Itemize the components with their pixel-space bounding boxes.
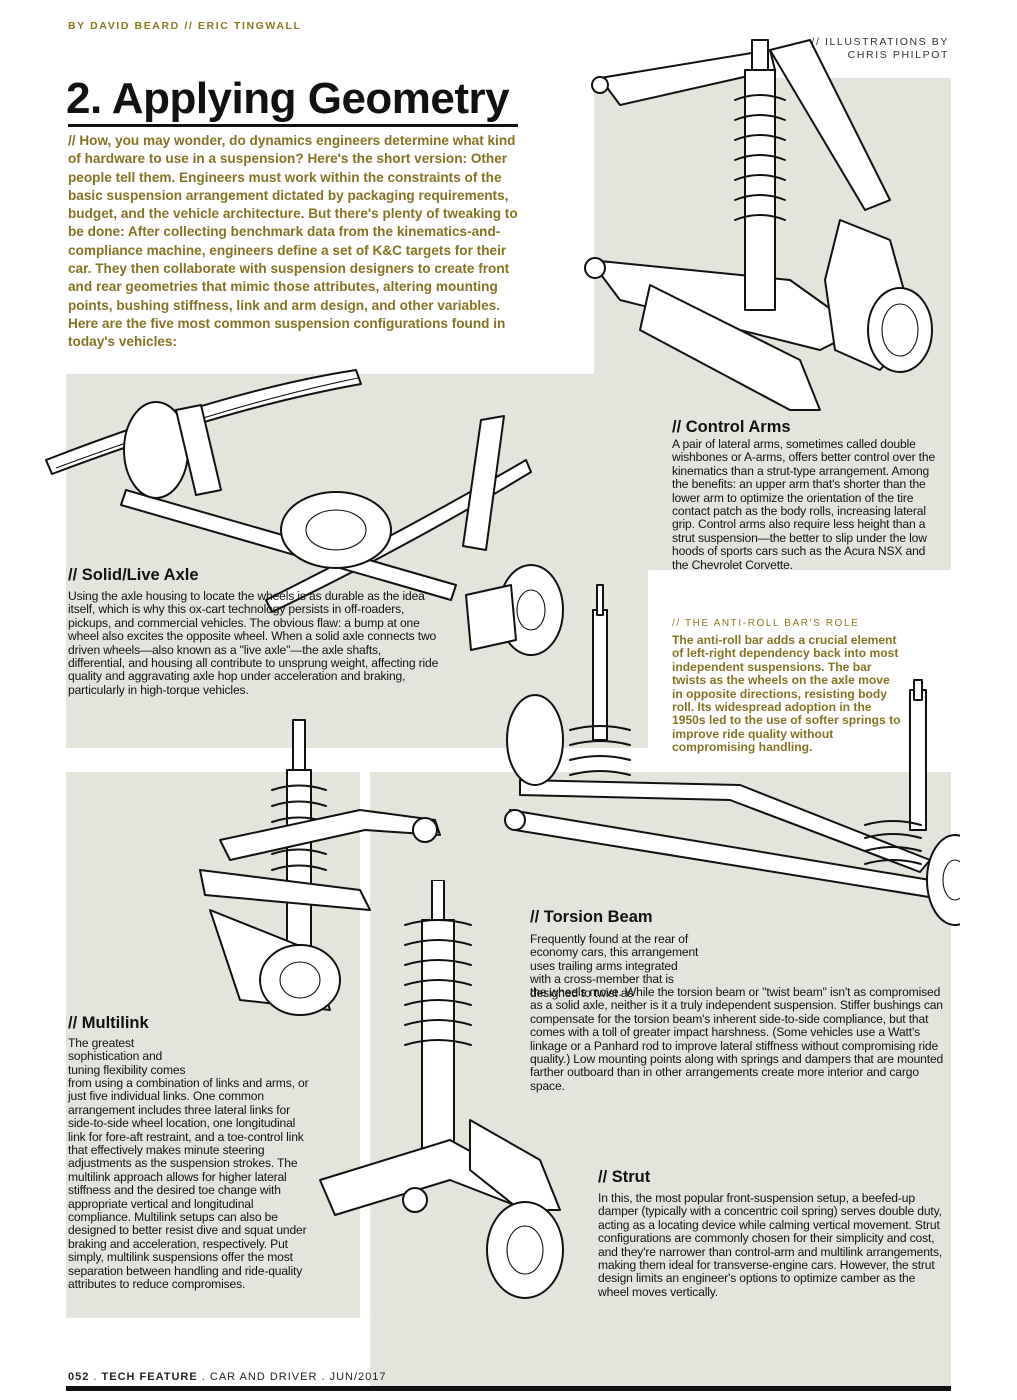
footer-section: TECH FEATURE <box>101 1371 198 1383</box>
control-arms-heading: // Control Arms <box>672 418 791 436</box>
footer-magazine: CAR AND DRIVER <box>209 1371 318 1383</box>
anti-roll-body: The anti-roll bar adds a crucial element… <box>672 633 901 755</box>
page-title: 2. Applying Geometry <box>66 74 510 123</box>
anti-roll-heading: // THE ANTI-ROLL BAR'S ROLE <box>672 618 860 629</box>
illustration-credit: // ILLUSTRATIONS BY CHRIS PHILPOT <box>749 36 949 62</box>
torsion-beam-body-lead: Frequently found at the rear of economy … <box>530 932 699 1000</box>
strut-body: In this, the most popular front-suspensi… <box>598 1191 943 1299</box>
strut-heading: // Strut <box>598 1168 651 1186</box>
footer-rule <box>66 1386 951 1391</box>
footer-separator: . <box>321 1371 330 1383</box>
strut-panel <box>530 1118 951 1386</box>
solid-axle-heading: // Solid/Live Axle <box>68 566 199 584</box>
title-underline <box>68 124 518 127</box>
control-arms-body: A pair of lateral arms, sometimes called… <box>672 437 936 572</box>
footer-separator: . <box>201 1371 210 1383</box>
multilink-heading: // Multilink <box>68 1014 149 1032</box>
multilink-body-lead: The greatest sophistication and tuning f… <box>68 1036 186 1077</box>
torsion-beam-heading: // Torsion Beam <box>530 908 653 926</box>
footer-issue: JUN/2017 <box>329 1371 387 1383</box>
intro-paragraph: // How, you may wonder, do dynamics engi… <box>68 133 518 350</box>
credit-line-1: // ILLUSTRATIONS BY <box>811 36 949 48</box>
torsion-beam-body: the wheels move. While the torsion beam … <box>530 985 944 1093</box>
control-arms-illustration <box>560 30 950 420</box>
strut-illustration <box>310 880 570 1330</box>
solid-axle-illustration <box>26 350 586 660</box>
page-number: 052 <box>68 1371 90 1383</box>
byline: BY DAVID BEARD // ERIC TINGWALL <box>68 20 302 32</box>
multilink-body: from using a combination of links and ar… <box>68 1076 309 1292</box>
footer-separator: . <box>93 1371 102 1383</box>
page-footer: 052 . TECH FEATURE . CAR AND DRIVER . JU… <box>68 1371 387 1383</box>
credit-line-2: CHRIS PHILPOT <box>847 49 949 61</box>
multilink-illustration <box>160 710 480 1030</box>
anti-roll-bar-illustration <box>490 580 960 940</box>
solid-axle-body: Using the axle housing to locate the whe… <box>68 589 439 697</box>
